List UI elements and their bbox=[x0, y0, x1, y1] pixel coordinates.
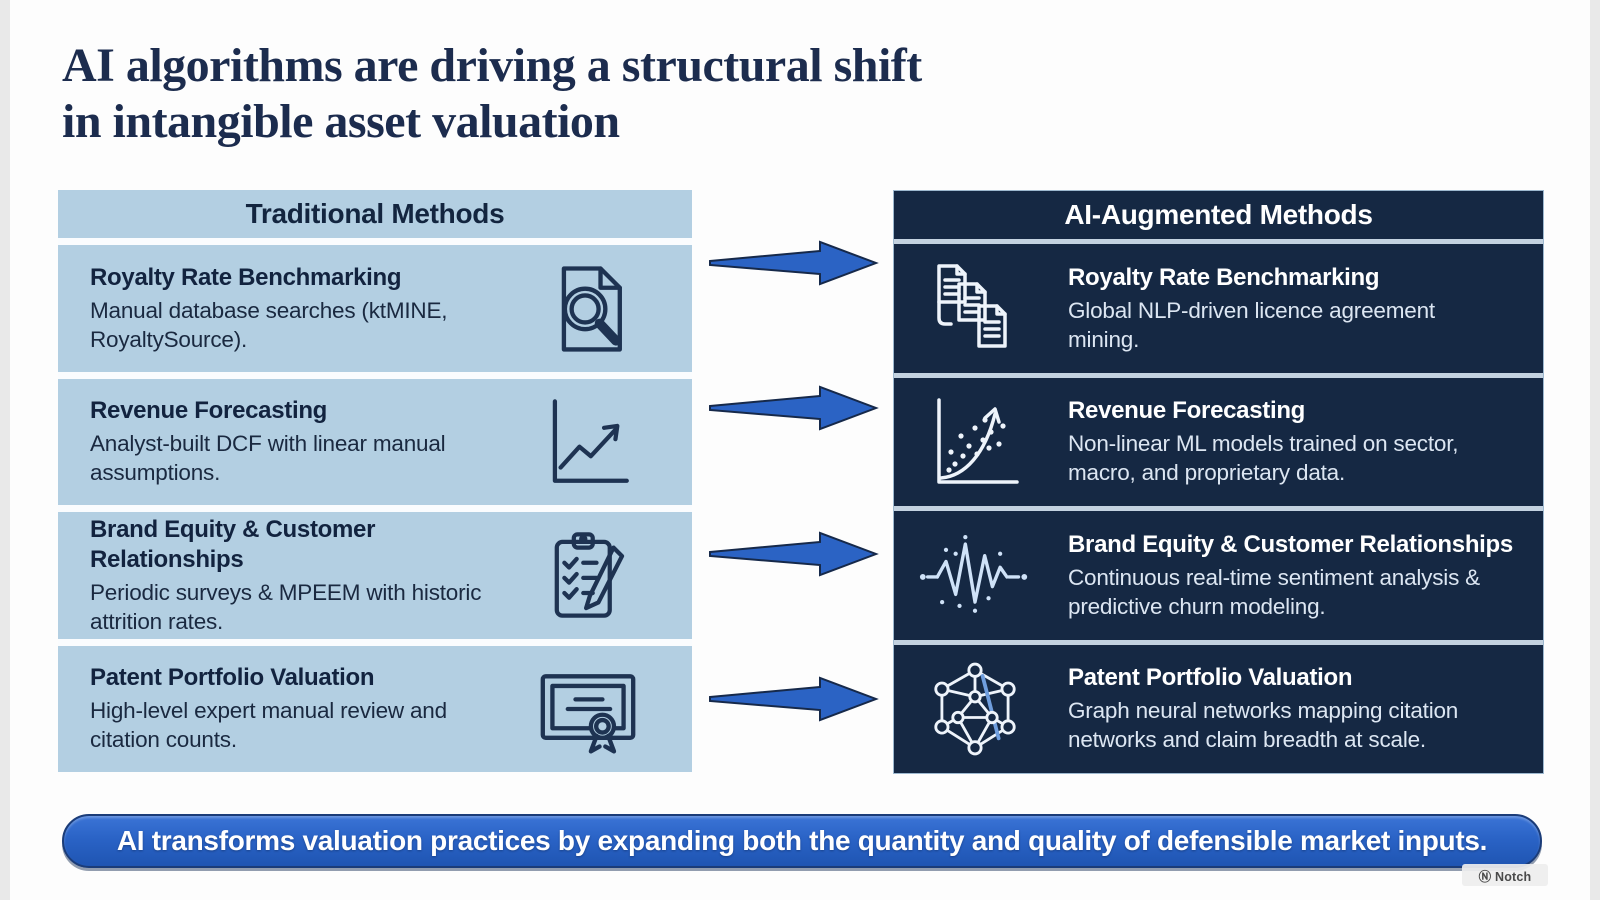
network-graph-icon bbox=[916, 657, 1034, 761]
arrow-right-icon bbox=[703, 481, 885, 627]
row-text: Brand Equity & Customer Relationships Pe… bbox=[90, 515, 516, 637]
document-stack-icon bbox=[916, 258, 1034, 358]
row-description: Manual database searches (ktMINE, Royalt… bbox=[90, 297, 448, 352]
table-row: Royalty Rate Benchmarking Manual databas… bbox=[58, 245, 692, 379]
arrow-right-icon bbox=[703, 627, 885, 773]
arrow-right-icon bbox=[703, 336, 885, 482]
arrows-column bbox=[703, 190, 885, 772]
table-row: Brand Equity & Customer Relationships Co… bbox=[894, 511, 1543, 645]
clipboard-checklist-icon bbox=[528, 523, 648, 627]
takeaway-banner-text: AI transforms valuation practices by exp… bbox=[116, 825, 1488, 856]
ai-augmented-methods-panel: AI-Augmented Methods Royalty Rate Benchm… bbox=[893, 190, 1544, 774]
document-search-icon bbox=[528, 255, 648, 361]
watermark: Ⓝ Notch bbox=[1462, 864, 1548, 886]
row-title: Royalty Rate Benchmarking bbox=[1068, 263, 1380, 291]
row-description: Graph neural networks mapping citation n… bbox=[1068, 698, 1459, 753]
right-edge-band bbox=[1590, 0, 1600, 900]
row-title: Revenue Forecasting bbox=[90, 397, 328, 424]
row-title: Patent Portfolio Valuation bbox=[1068, 664, 1353, 691]
row-text: Revenue Forecasting Analyst-built DCF wi… bbox=[90, 396, 516, 488]
row-text: Revenue Forecasting Non-linear ML models… bbox=[1068, 396, 1527, 488]
table-row: Royalty Rate Benchmarking Global NLP-dri… bbox=[894, 244, 1543, 378]
row-description: Analyst-built DCF with linear manual ass… bbox=[90, 431, 446, 486]
table-row: Revenue Forecasting Analyst-built DCF wi… bbox=[58, 379, 692, 512]
row-description: Continuous real-time sentiment analysis … bbox=[1068, 564, 1480, 619]
arrow-right-icon bbox=[703, 190, 885, 336]
row-title: Royalty Rate Benchmarking bbox=[90, 263, 402, 291]
row-title: Brand Equity & Customer Relationships bbox=[1068, 530, 1513, 558]
page-title-line2: in intangible asset valuation bbox=[62, 94, 620, 148]
certificate-icon bbox=[528, 659, 648, 759]
row-title: Brand Equity & Customer Relationships bbox=[90, 515, 376, 573]
row-text: Patent Portfolio Valuation Graph neural … bbox=[1068, 663, 1527, 755]
row-text: Royalty Rate Benchmarking Manual databas… bbox=[90, 263, 516, 355]
table-row: Patent Portfolio Valuation High-level ex… bbox=[58, 646, 692, 773]
traditional-methods-panel: Traditional Methods Royalty Rate Benchma… bbox=[58, 190, 692, 772]
table-row: Revenue Forecasting Non-linear ML models… bbox=[894, 378, 1543, 511]
row-title: Revenue Forecasting bbox=[1068, 397, 1306, 424]
row-description: Periodic surveys & MPEEM with historic a… bbox=[90, 579, 482, 634]
row-text: Patent Portfolio Valuation High-level ex… bbox=[90, 663, 516, 755]
traditional-methods-header: Traditional Methods bbox=[58, 190, 692, 245]
page-title-line1: AI algorithms are driving a structural s… bbox=[62, 39, 922, 92]
scatter-growth-icon bbox=[916, 392, 1034, 492]
takeaway-banner: AI transforms valuation practices by exp… bbox=[62, 814, 1542, 868]
left-edge-band bbox=[0, 0, 10, 900]
row-description: Global NLP-driven licence agreement mini… bbox=[1068, 297, 1435, 352]
table-row: Brand Equity & Customer Relationships Pe… bbox=[58, 512, 692, 646]
row-description: High-level expert manual review and cita… bbox=[90, 698, 447, 753]
line-chart-icon bbox=[528, 390, 648, 494]
waveform-icon bbox=[916, 533, 1034, 617]
row-description: Non-linear ML models trained on sector, … bbox=[1068, 431, 1459, 486]
row-text: Royalty Rate Benchmarking Global NLP-dri… bbox=[1068, 263, 1527, 355]
table-row: Patent Portfolio Valuation Graph neural … bbox=[894, 645, 1543, 774]
page-title: AI algorithms are driving a structural s… bbox=[62, 38, 922, 149]
row-title: Patent Portfolio Valuation bbox=[90, 664, 375, 691]
ai-augmented-methods-header: AI-Augmented Methods bbox=[894, 191, 1543, 244]
watermark-text: Ⓝ Notch bbox=[1478, 869, 1532, 884]
row-text: Brand Equity & Customer Relationships Co… bbox=[1068, 530, 1527, 622]
